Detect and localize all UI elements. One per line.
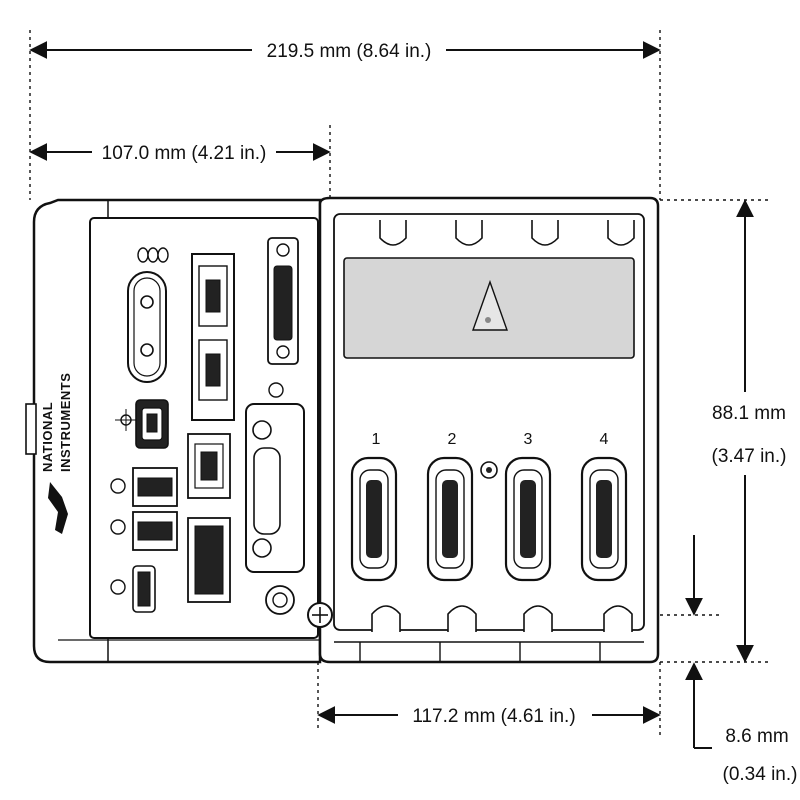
- slot-4: 4: [580, 431, 628, 582]
- chassis-width-dimension: 117.2 mm (4.61 in.): [317, 706, 661, 727]
- height-dimension: 88.1 mm (3.47 in.): [712, 199, 787, 663]
- overall-width-dimension: 219.5 mm (8.64 in.): [29, 41, 661, 62]
- usb-host-ports: [110, 467, 178, 613]
- slot-number-1: 1: [372, 431, 381, 448]
- status-leds: [137, 247, 169, 263]
- offset-dimension: 8.6 mm (0.34 in.): [685, 535, 798, 785]
- slot-1: 1: [350, 431, 398, 582]
- slot-3: 3: [504, 431, 552, 582]
- height-mm-label: 88.1 mm: [712, 403, 786, 424]
- slot-2: 2: [426, 431, 474, 582]
- chassis-bottom-rail: [334, 641, 644, 662]
- slot-number-3: 3: [524, 431, 533, 448]
- controller-width-label: 107.0 mm (4.21 in.): [102, 143, 267, 164]
- logo-line2: INSTRUMENTS: [58, 373, 73, 472]
- offset-mm-label: 8.6 mm: [725, 726, 788, 747]
- power-connector: [127, 271, 167, 383]
- controller-width-dimension: 107.0 mm (4.21 in.): [29, 143, 331, 164]
- module-slots: 1 2 3 4: [350, 431, 628, 582]
- logo-line1: NATIONAL: [40, 402, 55, 472]
- slot-number-4: 4: [600, 431, 609, 448]
- esd-warning-icon: [472, 279, 508, 331]
- reset-button-icon: [115, 409, 137, 431]
- offset-in-label: (0.34 in.): [723, 764, 798, 785]
- usb-device-port: [135, 399, 169, 449]
- serial-port-small: [267, 237, 299, 365]
- height-in-label: (3.47 in.): [712, 446, 787, 467]
- top-module-latches: [379, 220, 635, 246]
- overall-width-label: 219.5 mm (8.64 in.): [267, 41, 432, 62]
- chassis-body: [318, 196, 660, 664]
- ni-eagle-icon: [48, 482, 68, 534]
- grounding-screw-icon: [480, 461, 498, 479]
- national-instruments-logo: NATIONAL INSTRUMENTS: [40, 373, 73, 534]
- mounting-screw-icon: [307, 602, 333, 628]
- slot-number-2: 2: [448, 431, 457, 448]
- db9-connector: [245, 382, 305, 615]
- chassis-width-label: 117.2 mm (4.61 in.): [412, 706, 575, 727]
- bottom-module-latches: [371, 605, 633, 632]
- ethernet-ports: [187, 253, 235, 603]
